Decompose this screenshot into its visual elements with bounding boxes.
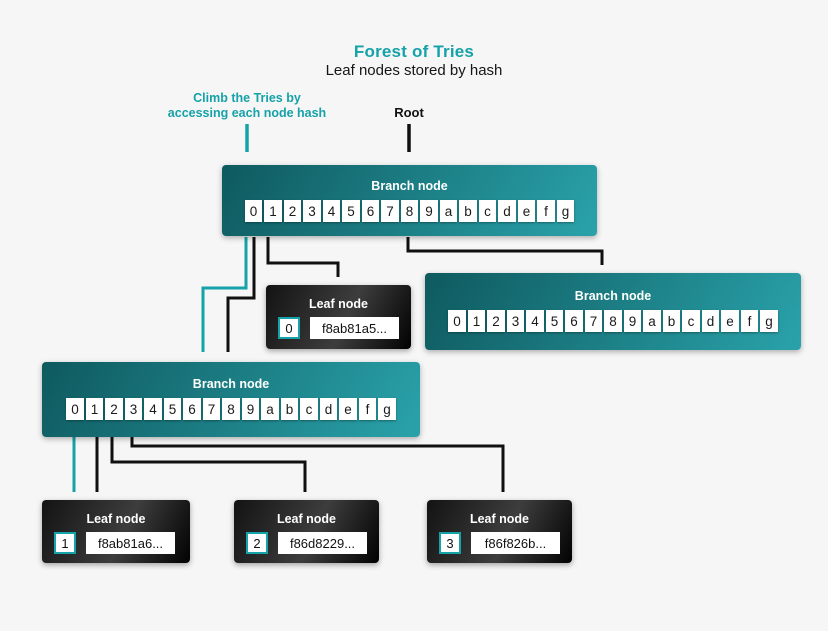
leaf-node-3-row: 3 f86f826b... [427, 532, 572, 554]
branch-cell-1: 1 [264, 200, 282, 222]
leaf-node-2: Leaf node 2 f86d8229... [234, 500, 379, 563]
branch-cell-8: 8 [400, 200, 419, 222]
branch-cell-5: 5 [545, 310, 564, 332]
leaf-node-0-row: 0 f8ab81a5... [266, 317, 411, 339]
branch-cell-9: 9 [241, 398, 260, 420]
branch-cell-e: e [721, 310, 739, 332]
branch-node-left-label: Branch node [192, 377, 270, 391]
climb-path-root-to-left-branch [201, 237, 248, 352]
branch-cell-8: 8 [604, 310, 622, 332]
climb-annotation-line1: Climb the Tries by [193, 91, 301, 105]
branch-cell-e: e [517, 200, 536, 222]
branch-cell-0: 0 [66, 398, 84, 420]
branch-cell-b: b [459, 200, 477, 222]
branch-node-right-label: Branch node [574, 289, 652, 303]
branch-cell-g: g [378, 398, 396, 420]
branch-cell-a: a [261, 398, 279, 420]
branch-cell-c: c [478, 200, 497, 222]
arrow-rootcell1-to-leaf0 [266, 237, 340, 277]
branch-cell-d: d [498, 200, 516, 222]
branch-cell-3: 3 [124, 398, 143, 420]
leaf-node-0-label: Leaf node [308, 297, 369, 311]
branch-cell-5: 5 [163, 398, 182, 420]
diagram-subtitle: Leaf nodes stored by hash [325, 62, 503, 79]
branch-cell-7: 7 [381, 200, 399, 222]
leaf-node-2-row: 2 f86d8229... [234, 532, 379, 554]
branch-cell-1: 1 [85, 398, 104, 420]
branch-cell-b: b [280, 398, 299, 420]
branch-cell-6: 6 [361, 200, 380, 222]
branch-cell-4: 4 [322, 200, 341, 222]
arrow-rootcell0-to-left-branch [226, 237, 256, 352]
leaf-node-2-label: Leaf node [276, 512, 337, 526]
branch-cell-3: 3 [303, 200, 321, 222]
branch-cell-d: d [701, 310, 720, 332]
leaf-node-1: Leaf node 1 f8ab81a6... [42, 500, 190, 563]
diagram-title: Forest of Tries [353, 42, 475, 61]
leaf-node-3-index-cell: 3 [439, 532, 461, 554]
branch-cell-5: 5 [342, 200, 360, 222]
branch-cell-7: 7 [584, 310, 603, 332]
branch-cell-9: 9 [623, 310, 642, 332]
branch-cell-d: d [319, 398, 338, 420]
branch-cell-0: 0 [244, 200, 263, 222]
branch-cell-2: 2 [105, 398, 123, 420]
leaf-node-2-index-cell: 2 [246, 532, 268, 554]
branch-cell-2: 2 [487, 310, 505, 332]
climb-annotation-line2: accessing each node hash [167, 105, 327, 120]
branch-cell-a: a [643, 310, 661, 332]
branch-cell-b: b [662, 310, 681, 332]
branch-cell-3: 3 [506, 310, 525, 332]
leaf-node-1-row: 1 f8ab81a6... [42, 532, 190, 554]
branch-cell-4: 4 [526, 310, 544, 332]
branch-cell-2: 2 [283, 200, 302, 222]
branch-cell-7: 7 [202, 398, 221, 420]
arrow-leftcell3-to-leaf3 [130, 437, 505, 492]
leaf-node-0: Leaf node 0 f8ab81a5... [266, 285, 411, 349]
leaf-node-1-label: Leaf node [86, 512, 146, 526]
branch-cell-f: f [740, 310, 759, 332]
climb-annotation: Climb the Tries by accessing each node h… [140, 91, 354, 120]
branch-cell-9: 9 [420, 200, 438, 222]
leaf-node-3: Leaf node 3 f86f826b... [427, 500, 572, 563]
branch-cell-f: f [537, 200, 555, 222]
branch-cell-g: g [556, 200, 575, 222]
branch-cell-8: 8 [222, 398, 240, 420]
branch-cell-g: g [760, 310, 778, 332]
leaf-node-2-hash: f86d8229... [278, 532, 367, 554]
branch-cell-1: 1 [467, 310, 486, 332]
leaf-node-3-label: Leaf node [469, 512, 530, 526]
branch-cell-f: f [358, 398, 377, 420]
leaf-node-0-hash: f8ab81a5... [310, 317, 399, 339]
leaf-node-1-hash: f8ab81a6... [86, 532, 175, 554]
branch-cell-a: a [439, 200, 458, 222]
branch-cell-c: c [300, 398, 318, 420]
leaf-node-1-index-cell: 1 [54, 532, 76, 554]
arrow-leftcell2-to-leaf2 [110, 437, 307, 492]
branch-cell-6: 6 [565, 310, 583, 332]
branch-cell-0: 0 [448, 310, 466, 332]
branch-cell-e: e [339, 398, 357, 420]
leaf-node-0-index-cell: 0 [278, 317, 300, 339]
branch-node-root-label: Branch node [371, 179, 448, 193]
branch-cell-c: c [682, 310, 700, 332]
branch-cell-6: 6 [183, 398, 201, 420]
leaf-node-3-hash: f86f826b... [471, 532, 560, 554]
arrow-rootcell8-to-right-branch [406, 237, 604, 265]
root-label: Root [394, 105, 424, 120]
branch-cell-4: 4 [144, 398, 162, 420]
